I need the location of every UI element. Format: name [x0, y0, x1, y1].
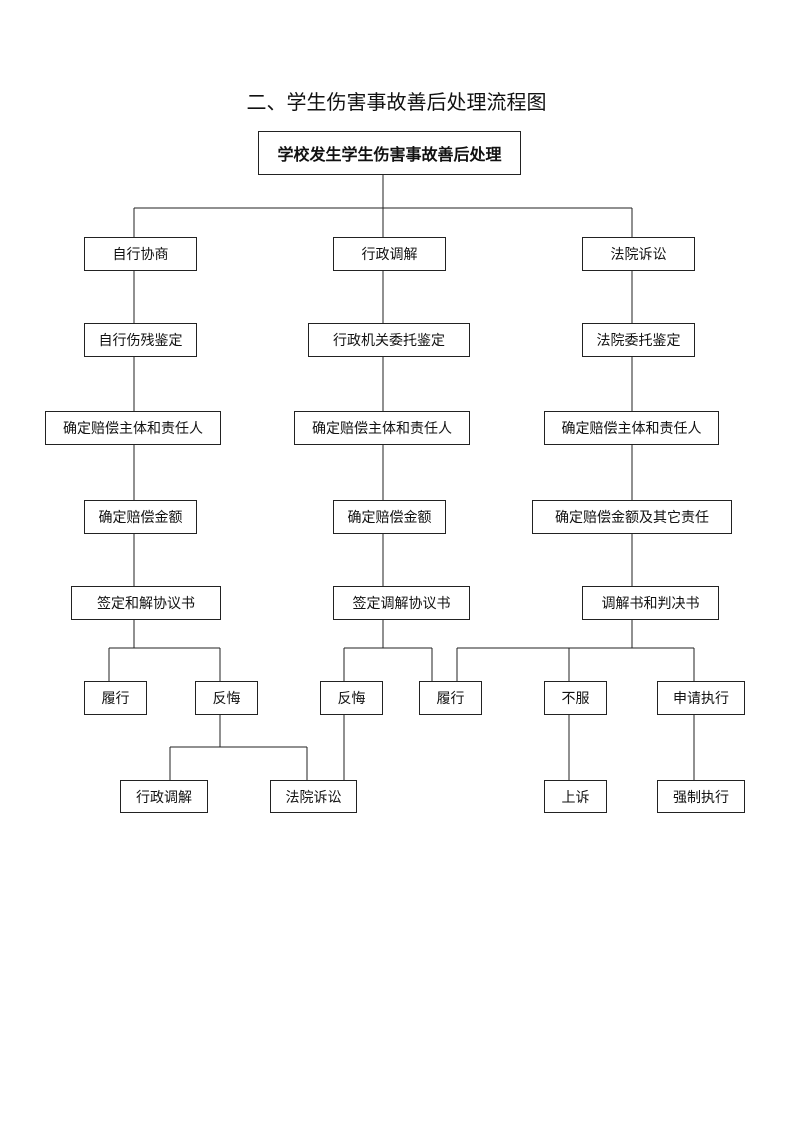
node-apply-enforcement: 申请执行: [657, 681, 745, 715]
node-self-negotiation: 自行协商: [84, 237, 197, 271]
node-settlement-agreement: 签定和解协议书: [71, 586, 221, 620]
node-right-liability: 确定赔偿主体和责任人: [544, 411, 719, 445]
node-court-appraisal: 法院委托鉴定: [582, 323, 695, 357]
node-admin-mediation: 行政调解: [333, 237, 446, 271]
node-left-amount: 确定赔偿金额: [84, 500, 197, 534]
node-disagree: 不服: [544, 681, 607, 715]
node-left-liability: 确定赔偿主体和责任人: [45, 411, 221, 445]
node-middle-amount: 确定赔偿金额: [333, 500, 446, 534]
node-middle-liability: 确定赔偿主体和责任人: [294, 411, 470, 445]
node-admin-appraisal: 行政机关委托鉴定: [308, 323, 470, 357]
node-final-court-litigation: 法院诉讼: [270, 780, 357, 813]
node-left-regret: 反悔: [195, 681, 258, 715]
node-left-perform: 履行: [84, 681, 147, 715]
node-right-amount: 确定赔偿金额及其它责任: [532, 500, 732, 534]
node-enforcement: 强制执行: [657, 780, 745, 813]
node-appeal: 上诉: [544, 780, 607, 813]
node-middle-perform: 履行: [419, 681, 482, 715]
node-court-litigation: 法院诉讼: [582, 237, 695, 271]
root-node: 学校发生学生伤害事故善后处理: [258, 131, 521, 175]
node-mediation-agreement: 签定调解协议书: [333, 586, 470, 620]
node-final-admin-mediation: 行政调解: [120, 780, 208, 813]
page-title: 二、学生伤害事故善后处理流程图: [246, 90, 547, 114]
node-judgment: 调解书和判决书: [582, 586, 719, 620]
node-self-appraisal: 自行伤残鉴定: [84, 323, 197, 357]
node-middle-regret: 反悔: [320, 681, 383, 715]
